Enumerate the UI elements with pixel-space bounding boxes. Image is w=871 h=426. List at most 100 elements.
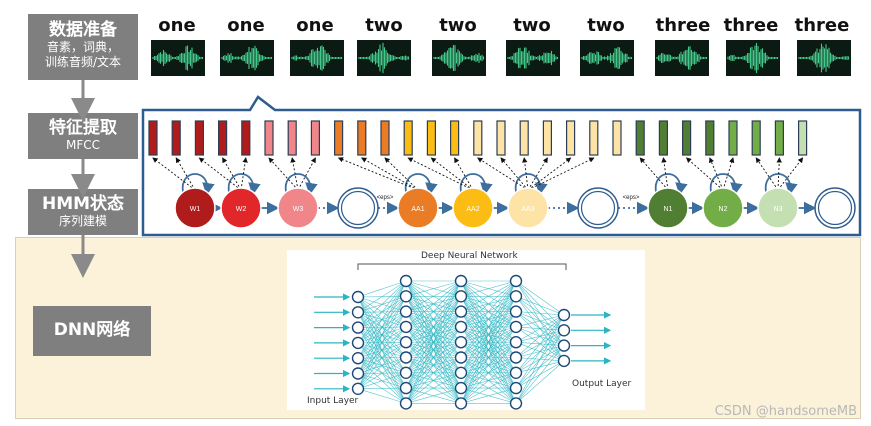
feature-frame	[148, 120, 158, 156]
hmm-state-aa2	[452, 187, 494, 229]
feature-frame	[357, 120, 367, 156]
step-dnn: DNN网络	[33, 306, 151, 356]
self-loop-arrow	[460, 173, 493, 196]
nn-node	[454, 366, 468, 379]
step-hmm-title: HMM状态	[41, 194, 125, 214]
nn-node	[509, 336, 523, 349]
feature-frame	[287, 120, 297, 156]
nn-node	[399, 336, 413, 349]
nn-edge	[357, 280, 407, 298]
feature-frame	[380, 120, 390, 156]
feature-frame	[241, 120, 251, 156]
nn-edge	[460, 280, 517, 312]
nn-node	[454, 274, 468, 288]
emission-arrow	[661, 157, 669, 191]
nn-edge	[357, 280, 407, 359]
nn-edge	[405, 280, 462, 373]
nn-node	[557, 354, 571, 368]
nn-edge	[405, 280, 462, 343]
nn-edge	[460, 372, 517, 404]
hmm-state-label: N1	[664, 206, 673, 213]
nn-edge	[460, 357, 517, 404]
self-loop-arrow	[182, 173, 215, 196]
nn-edge	[460, 296, 517, 404]
self-loop-arrow	[710, 173, 743, 196]
hmm-state-label: AA2	[466, 206, 479, 213]
nn-edge	[405, 280, 462, 404]
eps-label: <eps>	[623, 195, 640, 201]
nn-edge	[460, 280, 517, 389]
nn-edge	[460, 280, 517, 297]
step-data-prep-subtitle-1: 音素，词典，	[46, 40, 119, 54]
nn-edge	[515, 314, 565, 343]
nn-edge	[515, 314, 565, 328]
feature-frame	[426, 120, 436, 156]
nn-edge	[515, 311, 565, 316]
nn-edge	[515, 330, 565, 404]
nn-node	[454, 351, 468, 364]
nn-node	[509, 366, 523, 379]
nn-edge	[405, 280, 462, 312]
feature-frame	[473, 120, 483, 156]
step-feature-title: 特征提取	[49, 118, 117, 138]
emission-arrow	[709, 157, 724, 191]
waveform-graphic	[291, 45, 343, 71]
waveform-graphic	[433, 44, 485, 72]
nn-edge	[357, 388, 407, 404]
nn-edge	[460, 326, 517, 404]
self-loop-arrow	[285, 173, 318, 196]
step-data-prep-title: 数据准备	[49, 20, 117, 40]
nn-node	[509, 320, 523, 334]
hmm-state-label: N2	[719, 206, 728, 213]
nn-node	[399, 320, 413, 334]
nn-node	[509, 351, 523, 364]
nn-node	[399, 274, 413, 288]
nn-edge	[357, 341, 407, 390]
nn-edge	[515, 280, 565, 316]
nn-edge	[405, 311, 462, 404]
nn-edge	[357, 387, 407, 390]
feature-frame	[681, 120, 692, 156]
nn-node	[509, 305, 523, 318]
hmm-state-aa1	[397, 187, 439, 229]
hmm-state-label: W2	[236, 206, 247, 213]
hmm-end-state	[337, 187, 379, 229]
word-label: two	[513, 15, 551, 36]
hmm-end-state	[577, 187, 619, 229]
emission-arrow	[361, 157, 419, 191]
nn-edge	[460, 311, 517, 404]
word-label: one	[296, 15, 334, 36]
hmm-state-label: N3	[774, 206, 783, 213]
hmm-state-w1	[174, 187, 216, 229]
hmm-end-state-inner	[817, 190, 853, 226]
nn-edge	[357, 311, 407, 389]
word-label: two	[439, 15, 477, 36]
nn-edge	[405, 280, 462, 328]
waveform-graphic	[727, 42, 779, 74]
nn-edge	[460, 341, 517, 404]
step-dnn-title: DNN网络	[53, 320, 131, 340]
waveform	[726, 40, 780, 76]
nn-edge	[460, 387, 517, 404]
waveform-graphic	[358, 42, 410, 74]
feature-frame	[728, 120, 738, 156]
step-feature-extraction: 特征提取 MFCC	[28, 113, 138, 159]
emission-arrow	[500, 157, 529, 191]
nn-edge	[357, 280, 407, 344]
emission-arrow	[290, 157, 299, 191]
nn-edge	[357, 372, 407, 390]
step-data-prep-subtitle-2: 训练音频/文本	[44, 55, 122, 69]
waveform	[151, 40, 205, 76]
emission-arrow	[268, 157, 299, 191]
feature-frame	[334, 120, 344, 156]
nn-edge	[357, 280, 407, 374]
nn-edge	[357, 280, 407, 313]
nn-node	[351, 306, 365, 319]
nn-node	[454, 381, 468, 395]
waveform	[220, 40, 274, 76]
nn-node	[509, 290, 523, 303]
nn-edge	[515, 360, 565, 404]
nn-node	[454, 290, 468, 303]
